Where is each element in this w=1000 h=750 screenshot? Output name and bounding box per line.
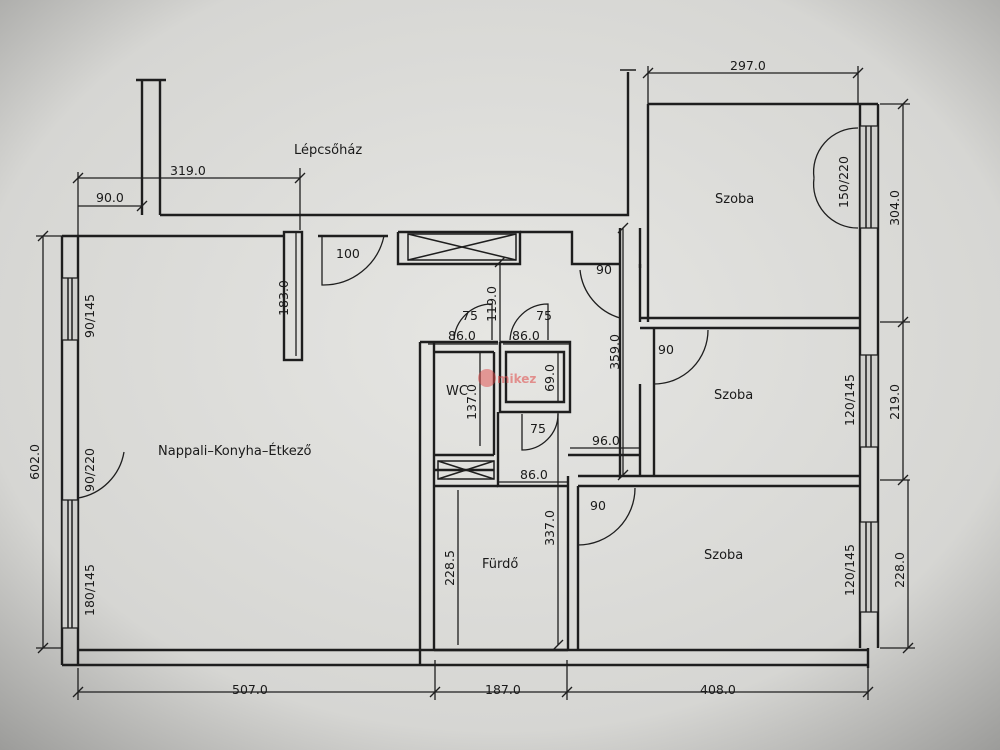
dim-label-119: 119.0 — [484, 286, 499, 322]
door-label-entrance: 100 — [336, 246, 360, 261]
dim-label-228: 228.0 — [892, 552, 907, 588]
room-label-middle-bedroom: Szoba — [714, 388, 753, 403]
door-label-wc: 75 — [462, 308, 478, 323]
room-label-bottom-bedroom: Szoba — [704, 548, 743, 563]
dim-label-319: 319.0 — [170, 163, 206, 178]
dim-label-337: 337.0 — [542, 510, 557, 546]
door-label-bottom-room: 90 — [590, 498, 606, 513]
dim-label-228-5: 228.5 — [442, 550, 457, 586]
window-label-right-bottom: 120/145 — [842, 544, 857, 596]
room-label-bathroom: Fürdő — [482, 557, 518, 572]
door-label-hall: 90 — [596, 262, 612, 277]
door-label-bath: 75 — [530, 421, 546, 436]
watermark-logo-icon — [478, 369, 496, 387]
dim-label-219: 219.0 — [887, 384, 902, 420]
dim-label-408: 408.0 — [700, 682, 736, 697]
windows — [61, 125, 879, 629]
ventilation-shaft — [407, 233, 517, 261]
dim-label-69: 69.0 — [542, 364, 557, 392]
window-label-left-door: 90/220 — [82, 448, 97, 492]
window-label-right-top: 150/220 — [836, 156, 851, 208]
dim-label-507: 507.0 — [232, 682, 268, 697]
room-label-wc: WC — [446, 384, 468, 399]
dim-label-359: 359.0 — [607, 334, 622, 370]
dim-label-183: 183.0 — [276, 280, 291, 316]
dim-label-86-middle: 86.0 — [520, 467, 548, 482]
window-label-left-upper: 90/145 — [82, 294, 97, 338]
room-label-stairwell: Lépcsőház — [294, 143, 362, 158]
room-label-living: Nappali–Konyha–Étkező — [158, 443, 312, 459]
dim-label-90: 90.0 — [96, 190, 124, 205]
dim-label-297: 297.0 — [730, 58, 766, 73]
door-label-middle-room: 90 — [658, 342, 674, 357]
window-label-left-lower: 180/145 — [82, 564, 97, 616]
window-label-right-middle: 120/145 — [842, 374, 857, 426]
door-label-storage: 75 — [536, 308, 552, 323]
watermark: mikez — [478, 369, 536, 387]
dim-label-86-right: 86.0 — [512, 328, 540, 343]
dim-label-304: 304.0 — [887, 190, 902, 226]
dim-label-602: 602.0 — [27, 444, 42, 480]
dim-label-137: 137.0 — [464, 384, 479, 420]
door-swings — [77, 127, 859, 546]
dim-label-187: 187.0 — [485, 682, 521, 697]
room-label-top-bedroom: Szoba — [715, 192, 754, 207]
dim-label-86-left: 86.0 — [448, 328, 476, 343]
dim-label-96: 96.0 — [592, 433, 620, 448]
dimension-lines — [36, 66, 915, 700]
watermark-text: mikez — [497, 372, 536, 386]
